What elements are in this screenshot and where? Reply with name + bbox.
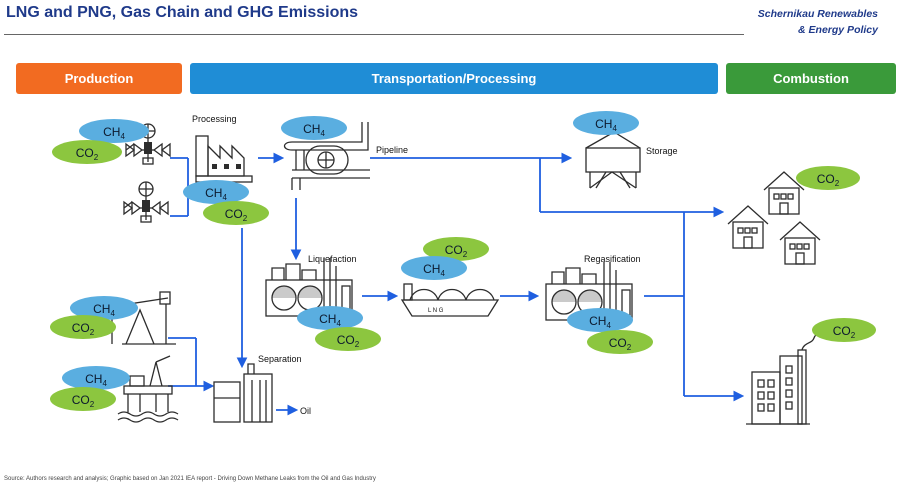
lng-ship-icon: L N G [400, 283, 500, 317]
svg-text:CH4: CH4 [303, 122, 325, 138]
ch4-bubble: CH4 [70, 296, 138, 320]
svg-text:CO2: CO2 [609, 336, 632, 352]
page-title: LNG and PNG, Gas Chain and GHG Emissions [6, 4, 359, 21]
co2-bubble: CO2 [587, 330, 653, 354]
svg-text:CO2: CO2 [337, 333, 360, 349]
ch4-bubble: CH4 [401, 256, 467, 280]
co2-bubble: CO2 [50, 315, 116, 339]
ch4-bubble: CH4 [62, 366, 130, 390]
co2-bubble: CO2 [203, 201, 269, 225]
svg-text:CO2: CO2 [445, 243, 468, 259]
co2-bubble: CO2 [812, 318, 876, 342]
svg-text:CO2: CO2 [225, 207, 248, 223]
ch4-bubble: CH4 [297, 306, 363, 330]
svg-text:CH4: CH4 [589, 314, 611, 330]
co2-bubble: CO2 [423, 237, 489, 261]
title-divider [4, 34, 744, 35]
pipeline-icon [283, 122, 370, 190]
power-plant-icon [746, 332, 829, 425]
co2-bubble: CO2 [52, 140, 122, 164]
svg-text:CH4: CH4 [595, 117, 617, 133]
svg-text:CH4: CH4 [93, 302, 115, 318]
source-note: Source: Authors research and analysis; G… [4, 476, 376, 482]
svg-text:CO2: CO2 [72, 393, 95, 409]
label-separation: Separation [258, 354, 302, 364]
label-liquefaction: Liquefaction [308, 254, 357, 264]
svg-text:CO2: CO2 [833, 324, 856, 340]
ch4-bubble: CH4 [79, 119, 149, 143]
brand-tagline: & Energy Policy [798, 24, 878, 36]
svg-text:CO2: CO2 [817, 172, 840, 188]
label-processing: Processing [192, 114, 237, 124]
storage-tank-icon [585, 131, 641, 189]
svg-text:CH4: CH4 [205, 186, 227, 202]
svg-text:CH4: CH4 [423, 262, 445, 278]
ch4-bubble: CH4 [573, 111, 639, 135]
ch4-bubble: CH4 [281, 116, 347, 140]
stage-combustion-banner: Combustion [726, 63, 896, 94]
stage-transport-banner: Transportation/Processing [190, 63, 718, 94]
svg-text:CO2: CO2 [76, 146, 99, 162]
brand-name: Schernikau Renewables [757, 8, 878, 20]
label-storage: Storage [646, 146, 678, 156]
label-oil: Oil [300, 406, 311, 416]
label-pipeline: Pipeline [376, 145, 408, 155]
svg-text:CH4: CH4 [103, 125, 125, 141]
lng-ship-text: L N G [428, 308, 444, 314]
offshore-platform-icon [117, 355, 179, 423]
co2-bubble: CO2 [315, 327, 381, 351]
label-regasification: Regasification [584, 254, 641, 264]
co2-bubble: CO2 [50, 387, 116, 411]
co2-bubble: CO2 [796, 166, 860, 190]
ch4-bubble: CH4 [567, 308, 633, 332]
ch4-bubble: CH4 [183, 180, 249, 204]
factory-icon [195, 135, 253, 183]
svg-text:CH4: CH4 [319, 312, 341, 328]
separation-unit-icon [213, 363, 273, 423]
stage-production-banner: Production [16, 63, 182, 94]
svg-text:CH4: CH4 [85, 372, 107, 388]
svg-text:CO2: CO2 [72, 321, 95, 337]
